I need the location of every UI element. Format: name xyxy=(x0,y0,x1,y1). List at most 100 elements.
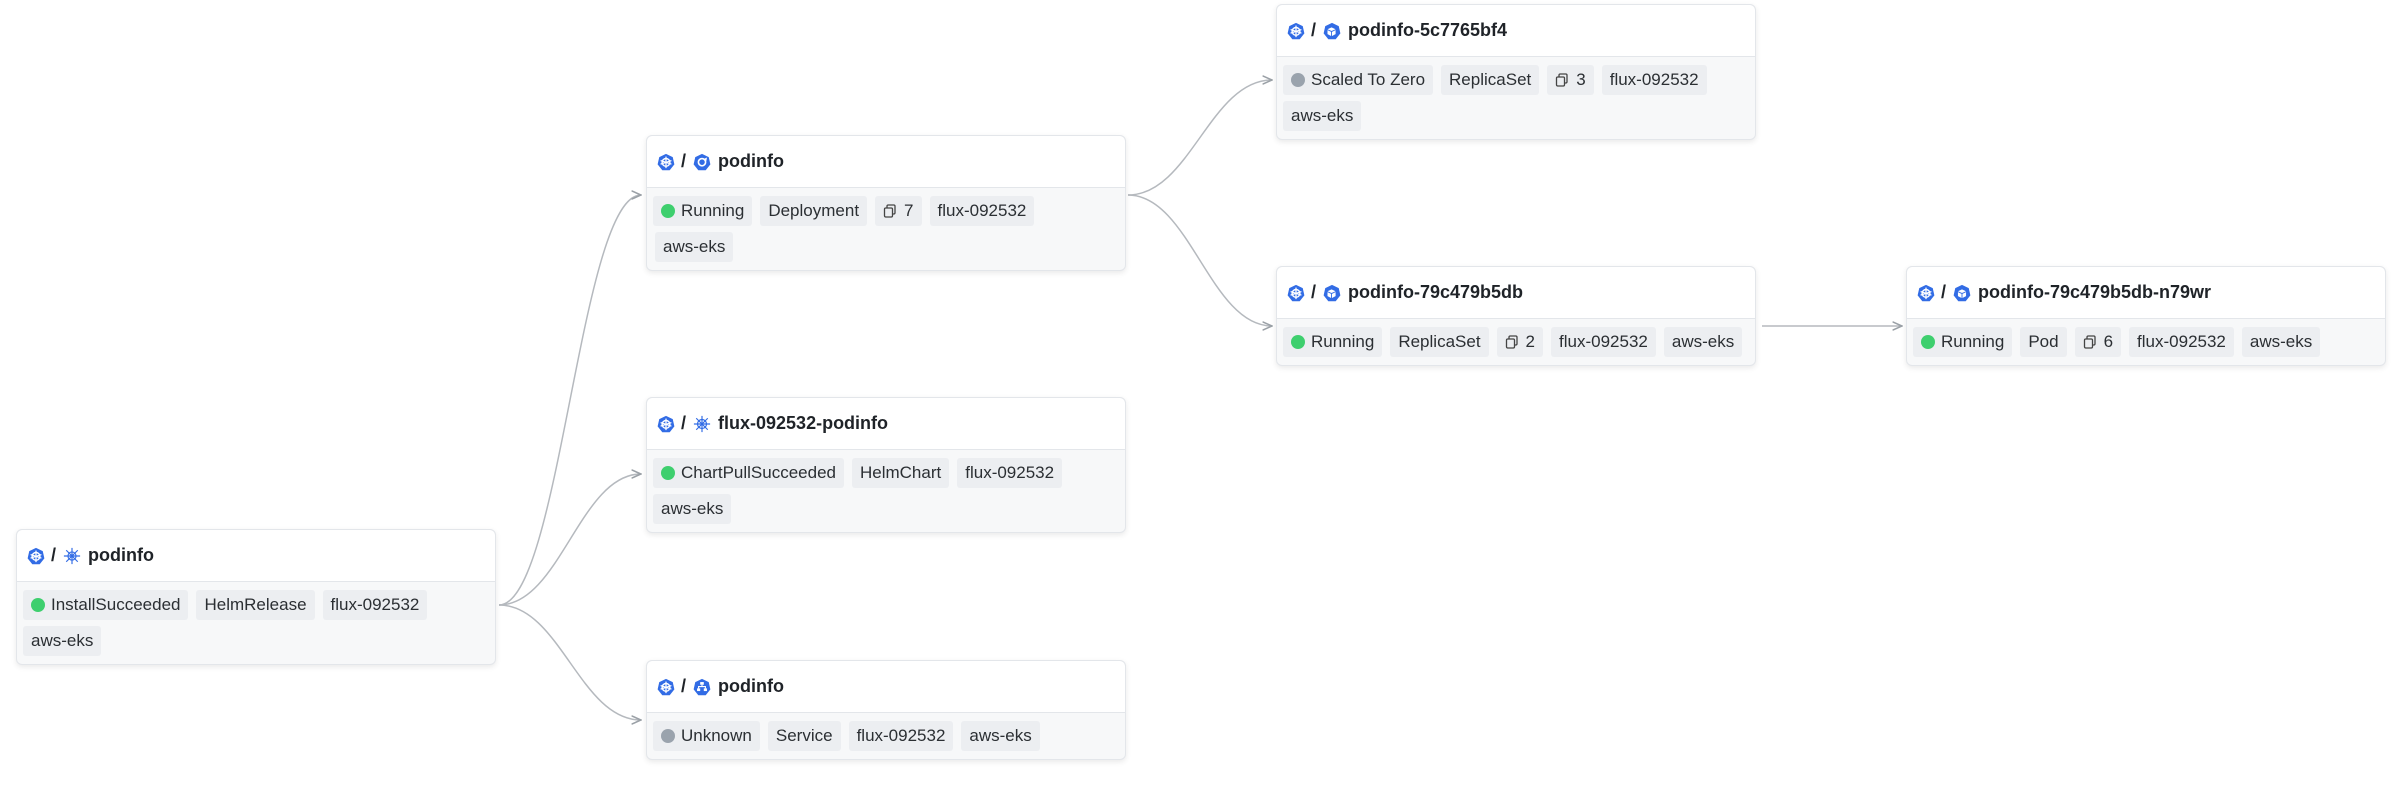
status-badge: InstallSucceeded xyxy=(23,590,189,620)
node-title: podinfo xyxy=(718,676,784,696)
kind-badge: Deployment xyxy=(760,196,868,226)
kubernetes-icon xyxy=(657,678,675,695)
namespace-badge: flux-092532 xyxy=(2129,327,2234,357)
count-text: 6 xyxy=(2103,332,2114,351)
node-title: flux-092532-podinfo xyxy=(718,413,889,433)
cluster-badge: aws-eks xyxy=(653,494,732,524)
header-separator: / xyxy=(681,151,687,171)
count-badge: 6 xyxy=(2074,327,2122,357)
kubernetes-icon xyxy=(1287,284,1305,301)
node-header: / podinfo xyxy=(17,530,495,582)
cluster-badge: aws-eks xyxy=(1283,101,1362,131)
kind-badge: Service xyxy=(767,721,841,751)
status-text: InstallSucceeded xyxy=(51,595,181,614)
status-badge: Running xyxy=(1913,327,2013,357)
cluster-badge: aws-eks xyxy=(23,626,102,656)
status-text: Running xyxy=(1941,332,2005,351)
edge-helmrelease-helmchart xyxy=(498,474,641,606)
node-helmchart[interactable]: / flux-092532-podinfo ChartPullSucceeded… xyxy=(646,397,1126,533)
node-replicaset-a[interactable]: / podinfo-5c7765bf4 Scaled To Zero Repli… xyxy=(1276,4,1756,140)
node-body: Running Deployment 7 flux-092532 aws-eks xyxy=(647,188,1125,270)
status-dot xyxy=(661,729,675,743)
header-separator: / xyxy=(1311,20,1317,40)
replicaset-icon xyxy=(1323,284,1341,301)
status-badge: Running xyxy=(653,196,753,226)
node-header: / podinfo xyxy=(647,136,1125,188)
kind-badge: ReplicaSet xyxy=(1441,65,1540,95)
edge-helmrelease-service xyxy=(498,604,641,720)
helm-chart-icon xyxy=(693,415,711,432)
namespace-badge: flux-092532 xyxy=(322,590,428,620)
service-icon xyxy=(693,678,711,695)
namespace-badge: flux-092532 xyxy=(1601,65,1707,95)
copy-icon xyxy=(883,204,896,218)
pod-icon xyxy=(1953,284,1971,301)
node-service[interactable]: / podinfo Unknown Service flux-092532 aw… xyxy=(646,660,1126,760)
node-body: Unknown Service flux-092532 aws-eks xyxy=(647,713,1125,759)
node-body: Scaled To Zero ReplicaSet 3 flux-092532 … xyxy=(1277,57,1755,139)
node-deployment[interactable]: / podinfo Running Deployment 7 flux-0925… xyxy=(646,135,1126,271)
status-badge: ChartPullSucceeded xyxy=(653,458,844,488)
namespace-badge: flux-092532 xyxy=(848,721,954,751)
cluster-badge: aws-eks xyxy=(961,721,1040,751)
kind-badge: HelmChart xyxy=(851,458,950,488)
replicaset-icon xyxy=(1323,22,1341,39)
kubernetes-icon xyxy=(27,547,45,564)
node-body: Running Pod 6 flux-092532 aws-eks xyxy=(1907,319,2385,365)
node-helmrelease[interactable]: / podinfo InstallSucceeded HelmRelease f… xyxy=(16,529,496,665)
node-header: / podinfo-79c479b5db-n79wr xyxy=(1907,267,2385,319)
status-badge: Unknown xyxy=(653,721,760,751)
node-header: / flux-092532-podinfo xyxy=(647,398,1125,450)
status-dot xyxy=(1291,73,1305,87)
node-header: / podinfo-5c7765bf4 xyxy=(1277,5,1755,57)
status-dot xyxy=(661,466,675,480)
cluster-badge: aws-eks xyxy=(1663,327,1743,357)
status-dot xyxy=(1921,335,1935,349)
header-separator: / xyxy=(51,545,57,565)
status-text: Running xyxy=(1311,332,1375,351)
namespace-badge: flux-092532 xyxy=(957,458,1063,488)
count-text: 2 xyxy=(1525,332,1536,351)
cluster-badge: aws-eks xyxy=(2241,327,2321,357)
node-replicaset-b[interactable]: / podinfo-79c479b5db Running ReplicaSet … xyxy=(1276,266,1756,366)
status-dot xyxy=(661,204,675,218)
count-text: 7 xyxy=(904,201,914,220)
edge-deployment-replicaset-a xyxy=(1127,80,1272,196)
status-dot xyxy=(1291,335,1305,349)
edge-helmrelease-deployment xyxy=(498,195,641,606)
node-title: podinfo xyxy=(718,151,784,171)
status-text: ChartPullSucceeded xyxy=(681,463,836,482)
node-header: / podinfo-79c479b5db xyxy=(1277,267,1755,319)
node-title: podinfo-79c479b5db xyxy=(1348,282,1524,302)
copy-icon xyxy=(1505,335,1518,349)
node-title: podinfo-5c7765bf4 xyxy=(1348,20,1508,40)
status-badge: Scaled To Zero xyxy=(1283,65,1434,95)
status-text: Unknown xyxy=(681,726,752,745)
deployment-icon xyxy=(693,153,711,170)
node-title: podinfo xyxy=(88,545,154,565)
count-badge: 2 xyxy=(1496,327,1544,357)
header-separator: / xyxy=(1311,282,1317,302)
status-badge: Running xyxy=(1283,327,1383,357)
count-badge: 3 xyxy=(1547,65,1594,95)
namespace-badge: flux-092532 xyxy=(929,196,1035,226)
kind-badge: HelmRelease xyxy=(196,590,315,620)
node-pod[interactable]: / podinfo-79c479b5db-n79wr Running Pod 6… xyxy=(1906,266,2386,366)
copy-icon xyxy=(1556,73,1568,87)
copy-icon xyxy=(2083,335,2096,349)
kubernetes-icon xyxy=(657,415,675,432)
node-body: InstallSucceeded HelmRelease flux-092532… xyxy=(17,582,495,664)
helm-release-icon xyxy=(63,547,81,564)
header-separator: / xyxy=(681,413,687,433)
node-body: ChartPullSucceeded HelmChart flux-092532… xyxy=(647,450,1125,532)
status-dot xyxy=(31,598,45,612)
edge-deployment-replicaset-b xyxy=(1127,194,1272,326)
kind-badge: ReplicaSet xyxy=(1390,327,1489,357)
kubernetes-icon xyxy=(1287,22,1305,39)
status-text: Scaled To Zero xyxy=(1311,70,1426,89)
kubernetes-icon xyxy=(657,153,675,170)
status-text: Running xyxy=(681,201,745,220)
node-title: podinfo-79c479b5db-n79wr xyxy=(1978,282,2212,302)
node-body: Running ReplicaSet 2 flux-092532 aws-eks xyxy=(1277,319,1755,365)
